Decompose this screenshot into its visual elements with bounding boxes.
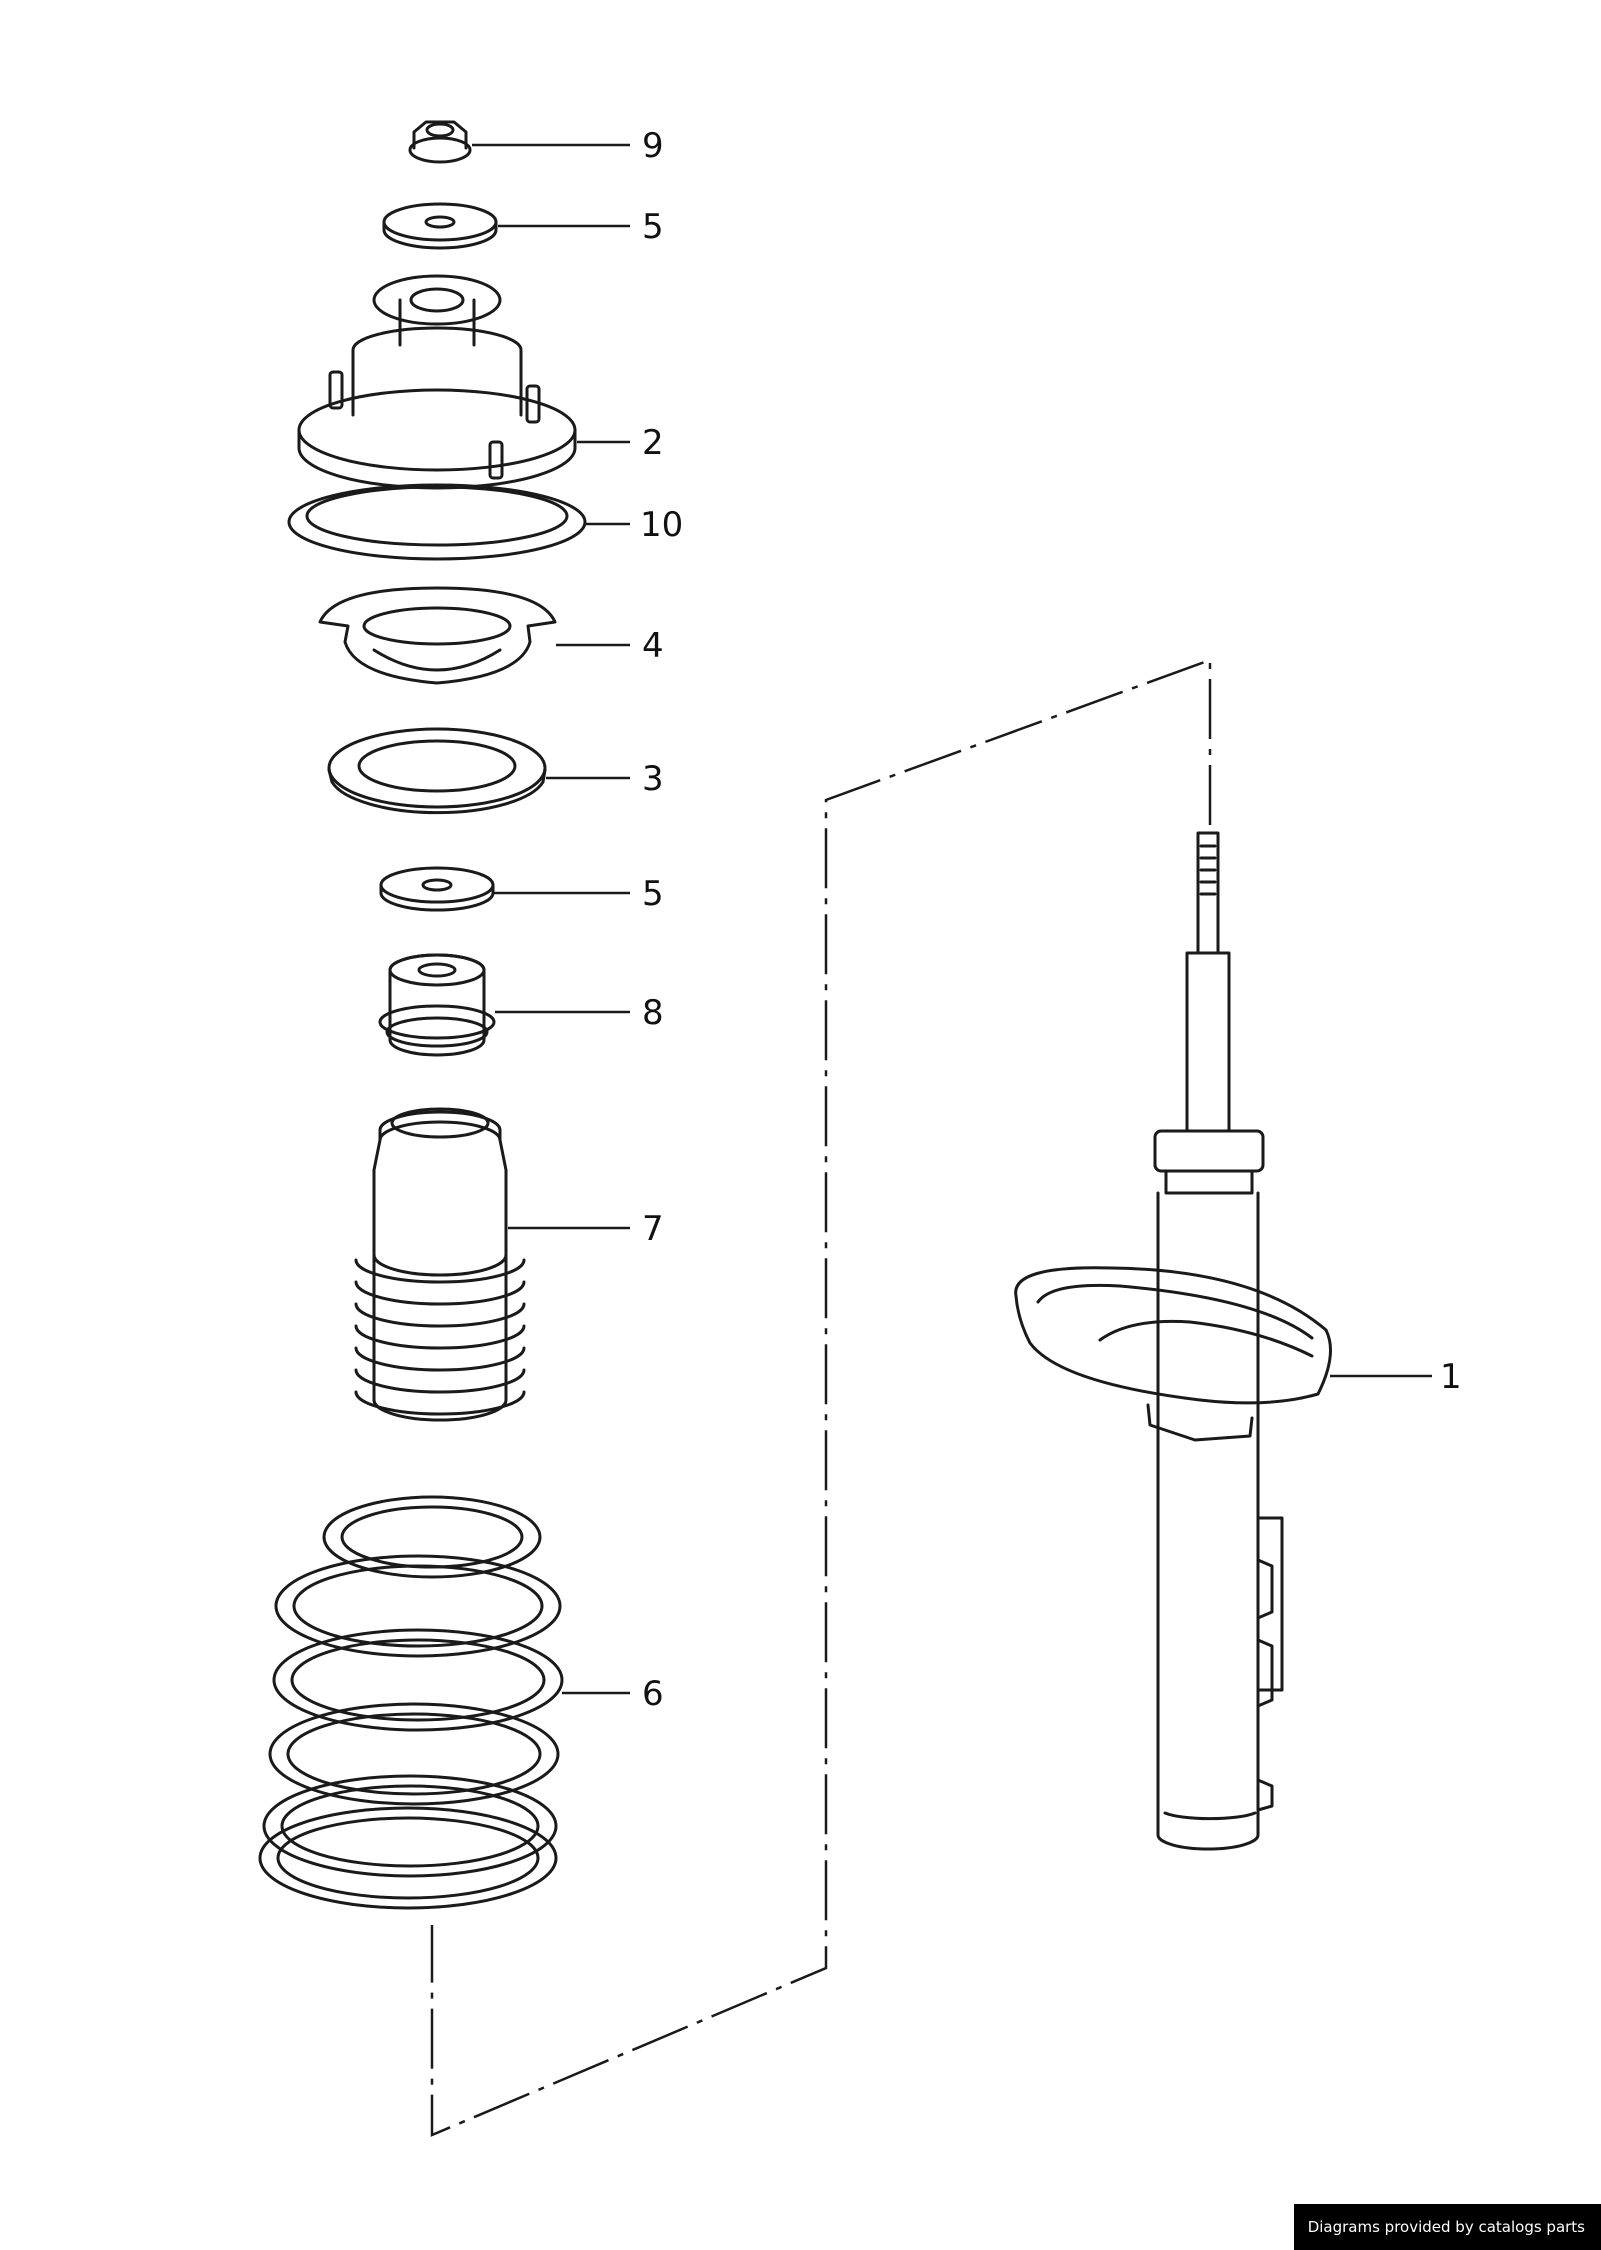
part-4-spring-seat: [318, 586, 557, 685]
part-7-protective-boot: [354, 1107, 526, 1422]
part-10-gasket-ring: [287, 483, 587, 561]
part-9-flange-nut: [408, 120, 472, 164]
credit-badge: Diagrams provided by catalogs parts: [1293, 2204, 1601, 2250]
callout-10: 10: [640, 505, 683, 545]
part-3-bearing-ring: [327, 727, 547, 815]
assembly-dash-line: [430, 658, 1212, 2137]
callout-5-top: 5: [642, 207, 664, 247]
callout-2: 2: [642, 423, 664, 463]
callout-5-lower: 5: [642, 874, 664, 914]
callout-6: 6: [642, 1674, 664, 1714]
callout-8: 8: [642, 993, 664, 1033]
callout-1: 1: [1440, 1357, 1462, 1397]
part-1-shock-absorber: [1014, 831, 1332, 1851]
part-2-strut-mount: [297, 274, 577, 490]
callout-3: 3: [642, 759, 664, 799]
callout-7: 7: [642, 1209, 664, 1249]
callout-9: 9: [642, 126, 664, 166]
callout-4: 4: [642, 626, 664, 666]
part-8-bump-stop: [378, 953, 496, 1057]
part-5-washer-lower: [379, 866, 495, 912]
leader-lines: [472, 143, 1432, 1695]
part-6-coil-spring: [258, 1495, 564, 1910]
part-5-washer-top: [382, 202, 498, 250]
